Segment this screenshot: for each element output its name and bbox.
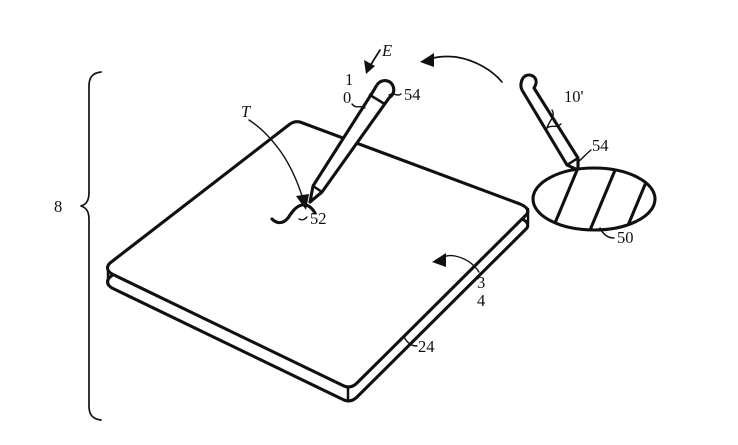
leader-24 [403, 336, 418, 347]
transition-arrow [420, 53, 503, 83]
label-24: 24 [418, 337, 435, 356]
leader-54-right [577, 149, 592, 163]
label-54-left: 54 [404, 85, 421, 104]
transition-arrow-shaft [429, 55, 503, 83]
hatched-ellipse [531, 166, 657, 232]
label-3: 3 [477, 273, 485, 292]
label-T: T [241, 102, 252, 121]
surface-pointer-arrow [432, 253, 480, 273]
leader-54-left [388, 93, 402, 96]
arrow-t-shaft [248, 119, 304, 200]
system-bracket [80, 71, 102, 421]
hatch-line-2 [586, 168, 620, 230]
ellipse-outline [531, 166, 657, 232]
direction-arrow-e [364, 49, 381, 74]
stylus-right-tip-line [565, 156, 580, 167]
arrow-e-shaft [369, 49, 381, 67]
label-10-digit-0: 0 [343, 88, 351, 107]
label-50: 50 [617, 228, 634, 247]
leader-10-left [351, 103, 366, 109]
ink-mark [270, 203, 317, 225]
leader-10prime-curve [546, 109, 554, 129]
bracket-brace-path [80, 71, 102, 421]
tablet-top-face [106, 120, 530, 389]
label-4: 4 [477, 291, 485, 310]
label-10-digit-1: 1 [345, 70, 353, 89]
leader-10prime [546, 123, 562, 129]
transition-arrow-head [420, 53, 434, 67]
tip-pointer-arrow [248, 119, 309, 210]
stylus-writing [308, 79, 396, 204]
label-10-prime: 10' [564, 87, 584, 106]
leader-52 [298, 216, 308, 221]
arrow-t-head [296, 194, 309, 210]
tablet-device [106, 120, 530, 403]
label-E: E [381, 41, 392, 60]
stylus-left-tip-line [311, 184, 324, 194]
arrow-e-head [364, 60, 375, 74]
stylus-left-cap-band [368, 93, 385, 105]
label-52: 52 [310, 209, 327, 228]
ink-mark-stroke [270, 203, 317, 225]
bracket-label-8: 8 [54, 197, 62, 216]
label-54-right: 54 [592, 136, 609, 155]
leader-50 [599, 227, 615, 239]
stylus-left-body [308, 79, 396, 204]
arrow-surface-head [432, 253, 446, 267]
